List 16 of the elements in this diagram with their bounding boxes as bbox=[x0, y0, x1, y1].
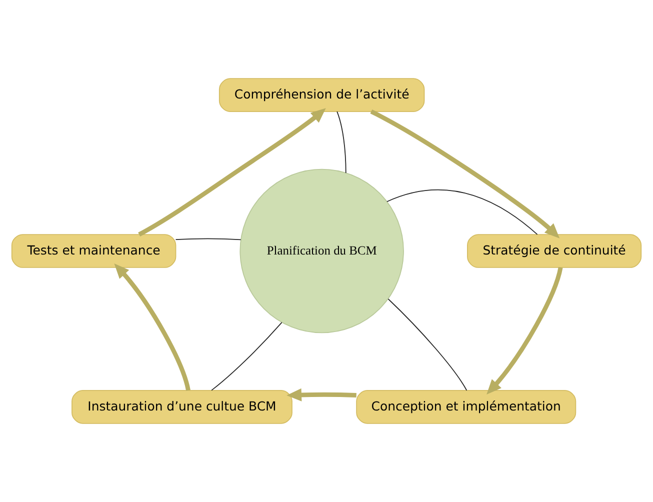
node-box: Conception et implémentation bbox=[356, 390, 576, 424]
connector bbox=[211, 322, 282, 391]
arrow bbox=[286, 388, 356, 402]
node-box: Tests et maintenance bbox=[11, 234, 176, 268]
node-box: Instauration d’une cultue BCM bbox=[72, 390, 292, 424]
connector bbox=[386, 189, 538, 235]
connector bbox=[336, 111, 346, 174]
node-box: Stratégie de continuité bbox=[467, 234, 642, 268]
node-circle: Planification du BCM bbox=[240, 168, 404, 334]
arrow bbox=[486, 267, 563, 394]
node-box: Compréhension de l’activité bbox=[218, 78, 425, 112]
connector bbox=[175, 238, 242, 240]
arrow bbox=[138, 108, 326, 236]
arrow bbox=[114, 263, 190, 391]
arrow bbox=[370, 110, 560, 238]
connector bbox=[388, 298, 468, 391]
